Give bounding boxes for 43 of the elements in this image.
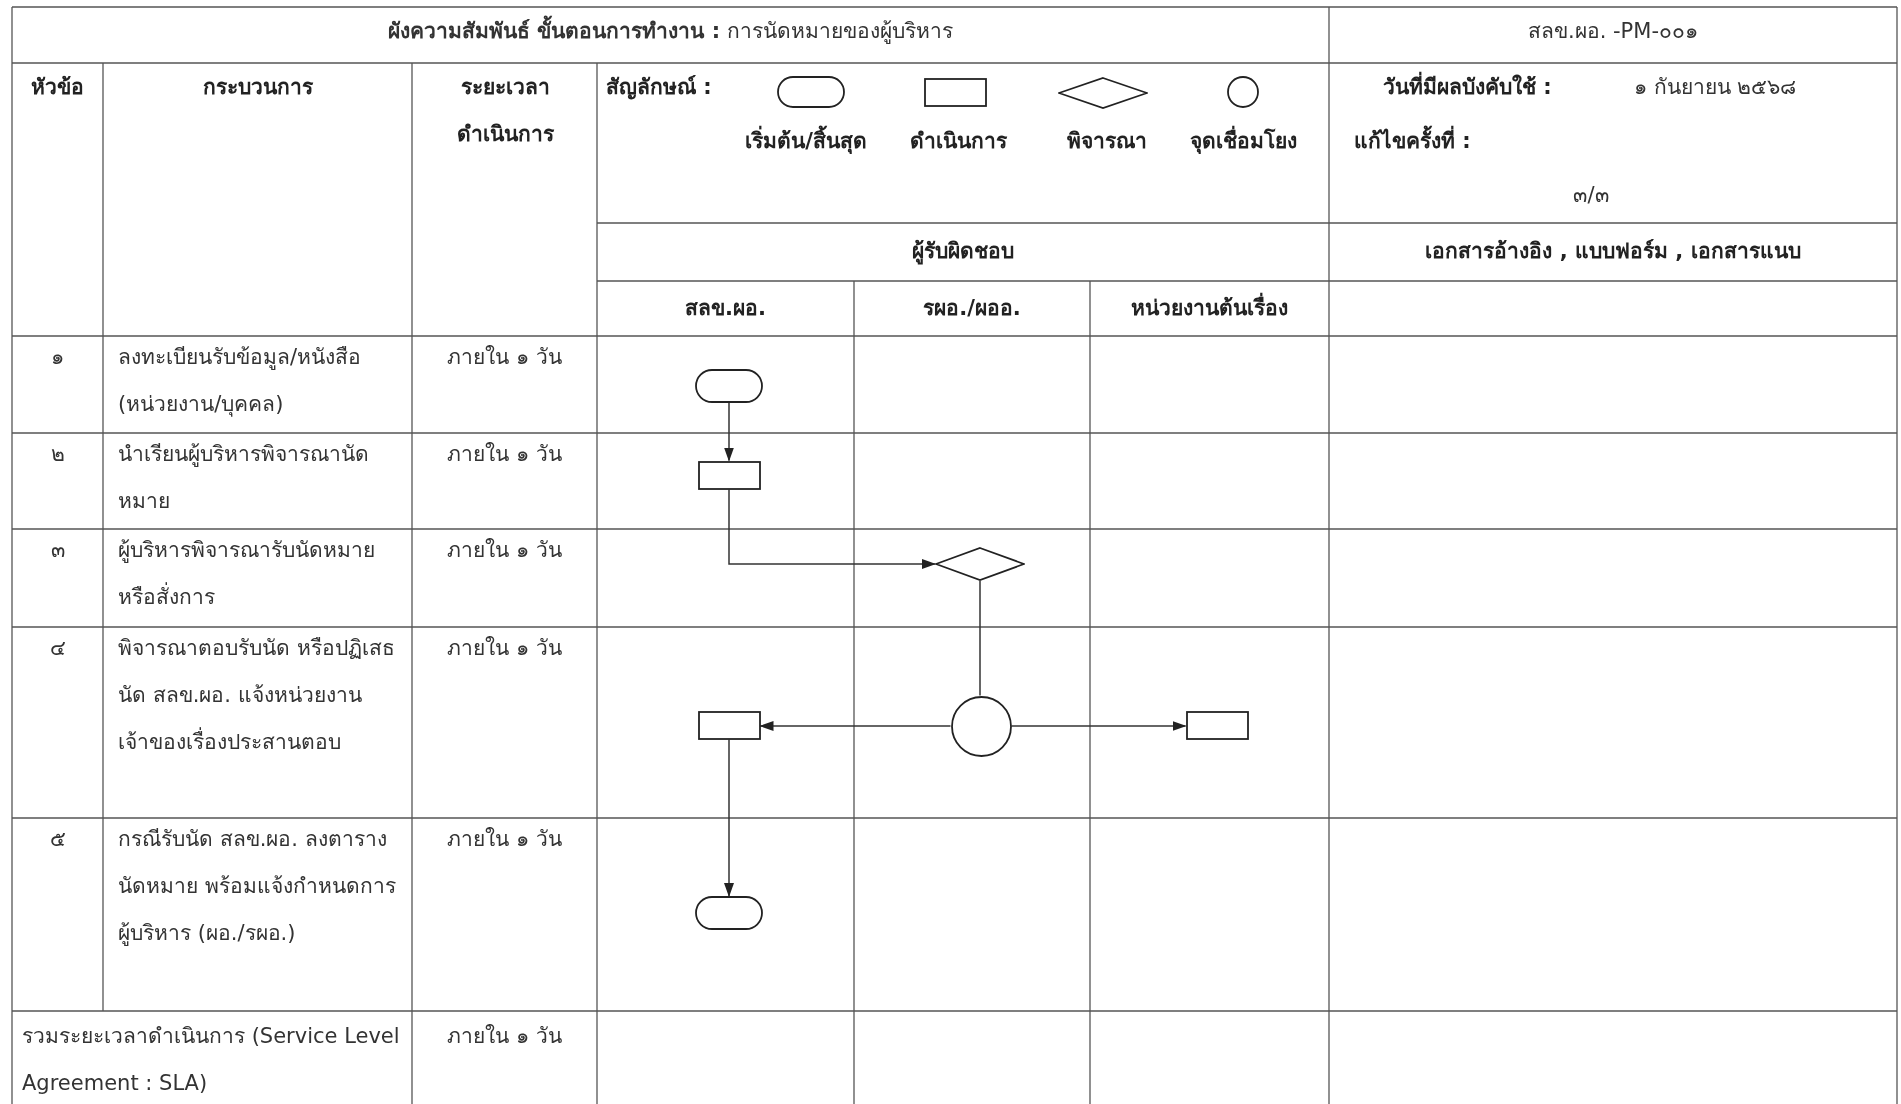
duration-cell: ภายใน ๑ วัน — [447, 442, 562, 466]
column-header: ระยะเวลา ดำเนินการ — [456, 75, 554, 146]
column-header: สลข.ผอ. — [685, 296, 766, 320]
step-description: ลงทะเบียนรับข้อมูล/หนังสือ (หน่วยงาน/บุคคล) — [118, 345, 362, 416]
connector-circle — [950, 695, 1012, 757]
column-header: หัวข้อ — [31, 75, 84, 99]
legend-label: พิจารณา — [1067, 129, 1147, 153]
connector-line — [979, 580, 981, 697]
duration-cell: ภายใน ๑ วัน — [447, 538, 562, 562]
legend-label: ดำเนินการ — [909, 129, 1007, 153]
legend-heading: สัญลักษณ์ : — [606, 75, 712, 99]
step-number: ๓ — [50, 538, 65, 562]
decision-diamond — [935, 547, 1025, 581]
duration-cell: ภายใน ๑ วัน — [447, 827, 562, 851]
arrow — [728, 488, 936, 569]
revision-number: ๓/๓ — [1573, 183, 1609, 207]
process-box — [1185, 710, 1249, 740]
step-number: ๒ — [50, 442, 65, 466]
document-code: สลข.ผอ. -PM-๐๐๑ — [1528, 19, 1698, 43]
step-number: ๕ — [49, 827, 66, 851]
step-number: ๔ — [49, 636, 66, 660]
column-header: รผอ./ผออ. — [923, 296, 1021, 320]
total-label: รวมระยะเวลาดำเนินการ (Service Level Agreement : SLA) — [22, 1024, 400, 1095]
column-header: เอกสารอ้างอิง , แบบฟอร์ม , เอกสารแนบ — [1425, 239, 1801, 263]
duration-cell: ภายใน ๑ วัน — [447, 1024, 562, 1048]
process-box — [697, 710, 761, 740]
step-description: นำเรียนผู้บริหารพิจารณานัดหมาย — [118, 442, 369, 513]
terminator-shape — [695, 896, 763, 930]
duration-cell: ภายใน ๑ วัน — [447, 636, 562, 660]
step-number: ๑ — [51, 345, 64, 369]
arrow — [759, 721, 952, 731]
arrow — [724, 402, 734, 462]
duration-cell: ภายใน ๑ วัน — [447, 345, 562, 369]
step-description: กรณีรับนัด สลข.ผอ. ลงตารางนัดหมาย พร้อมแจ้งกำหนดการผู้บริหาร (ผอ./รผอ.) — [118, 827, 396, 945]
column-header: ผู้รับผิดชอบ — [912, 239, 1014, 263]
process-box — [697, 460, 761, 490]
arrow — [1010, 721, 1187, 731]
effective-date: ๑ กันยายน ๒๕๖๘ — [1634, 75, 1797, 99]
column-header: กระบวนการ — [202, 75, 313, 99]
arrow — [724, 738, 734, 897]
step-description: ผู้บริหารพิจารณารับนัดหมายหรือสั่งการ — [118, 538, 375, 609]
step-description: พิจารณาตอบรับนัด หรือปฏิเสธนัด สลข.ผอ. แจ้งหน่วยงานเจ้าของเรื่องประสานตอบ — [118, 636, 395, 754]
terminator-shape — [695, 369, 763, 403]
